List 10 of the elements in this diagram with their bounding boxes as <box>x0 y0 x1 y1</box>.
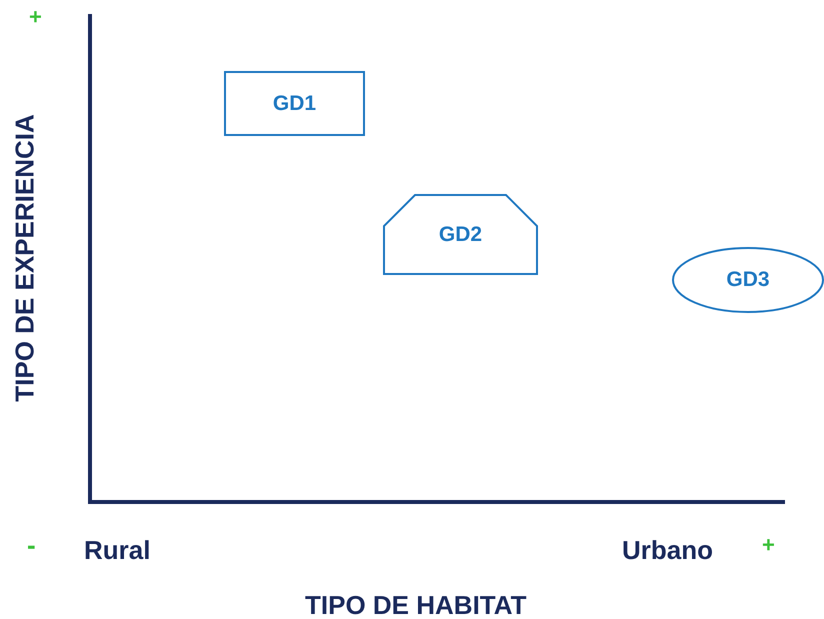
group-label: GD3 <box>726 268 770 292</box>
group-label: GD1 <box>272 92 316 116</box>
plus-sign: + <box>762 532 775 558</box>
x-axis-title: TIPO DE HABITAT <box>305 590 526 619</box>
plus-sign: + <box>29 4 42 30</box>
group-label: GD2 <box>438 222 482 246</box>
axis-end-label: Rural <box>84 535 150 566</box>
y-axis-title: TIPO DE EXPERIENCIA <box>10 114 40 402</box>
minus-sign: - <box>27 530 36 561</box>
axis-end-label: Urbano <box>622 535 713 566</box>
